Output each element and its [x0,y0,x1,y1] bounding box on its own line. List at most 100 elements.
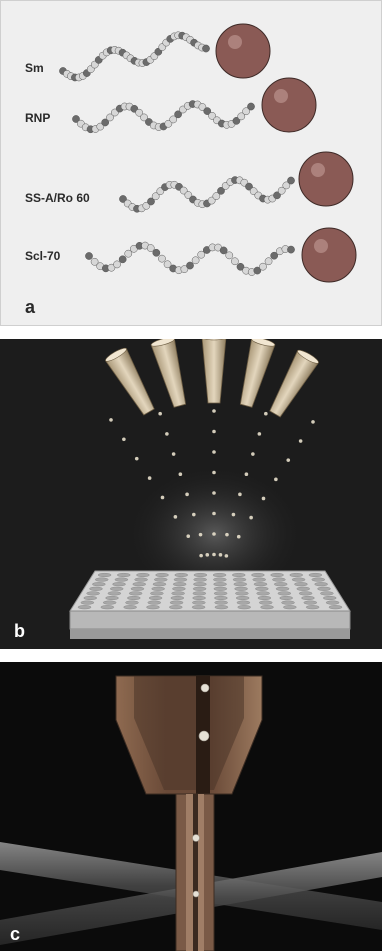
well [156,573,169,577]
well [323,596,336,600]
bead [186,262,193,269]
well [127,596,140,600]
droplet [205,553,209,557]
well [259,601,272,605]
well [194,573,207,577]
panel-c-flow-cell: c [0,662,382,951]
bead [153,249,160,256]
well [149,596,162,600]
well [329,605,342,609]
bead [287,246,294,253]
well [133,582,146,586]
well [101,605,114,609]
label-ssa-ro60: SS-A/Ro 60 [25,191,90,205]
droplet [225,554,229,558]
well [129,592,142,596]
well [280,596,293,600]
well [135,578,148,582]
well [193,596,206,600]
droplet [249,516,253,520]
droplet [192,513,196,517]
well [214,592,227,596]
droplet [274,478,278,482]
panel-a-antigens: Sm RNP SS-A/Ro 60 Scl-70 a [0,0,382,326]
pipette-tip [235,339,276,409]
pipette-tip [202,339,226,403]
panel-letter-c: c [10,924,20,945]
well [290,573,303,577]
sphere-highlight [274,89,288,103]
well [309,573,322,577]
well [235,592,248,596]
well [98,573,111,577]
droplet [179,472,183,476]
droplet [258,432,262,436]
well [194,578,207,582]
well [306,605,319,609]
well [84,596,97,600]
well [214,582,227,586]
well [78,605,91,609]
droplet [135,457,139,461]
microplate [70,571,350,639]
sphere-highlight [314,239,328,253]
droplet [311,420,315,424]
well [172,587,185,591]
cell-particle [199,731,209,741]
droplet [174,515,178,519]
bead [220,247,227,254]
pipette-tip [265,348,320,420]
well [318,587,331,591]
well [235,587,248,591]
flow-cell-illustration [0,662,382,951]
droplet [232,513,236,517]
well [238,605,251,609]
droplet [212,430,216,434]
cell-particle [193,891,199,897]
antigen-sphere [216,24,270,78]
flow-nozzle [116,676,262,794]
antigen-sphere [299,152,353,206]
well [117,573,130,577]
sphere-highlight [311,163,325,177]
well [110,587,123,591]
label-scl70: Scl-70 [25,249,60,263]
droplet [212,532,216,536]
well [294,582,307,586]
well [215,601,228,605]
droplet [186,534,190,538]
droplet [109,418,113,422]
bead [125,250,132,257]
well [92,582,105,586]
well [271,573,284,577]
well [258,596,271,600]
well [103,601,116,605]
well [193,592,206,596]
well [192,601,205,605]
well [175,573,188,577]
well [131,587,144,591]
bead [231,258,238,265]
antigen-molecule [119,152,353,212]
bead [265,258,272,265]
panel-letter-a: a [25,297,35,318]
well [251,573,264,577]
well [312,578,325,582]
pipette-tip [104,346,159,418]
droplet [199,554,203,558]
well [326,601,339,605]
well [282,601,295,605]
droplet [122,437,126,441]
dispensing-illustration [0,339,382,649]
well [297,587,310,591]
bead [226,252,233,259]
antigen-diagram [1,1,382,326]
bead [247,103,254,110]
bead [259,263,266,270]
bead [202,45,209,52]
well [172,592,185,596]
well [213,573,226,577]
well [283,605,296,609]
droplet [148,476,152,480]
well [278,592,291,596]
